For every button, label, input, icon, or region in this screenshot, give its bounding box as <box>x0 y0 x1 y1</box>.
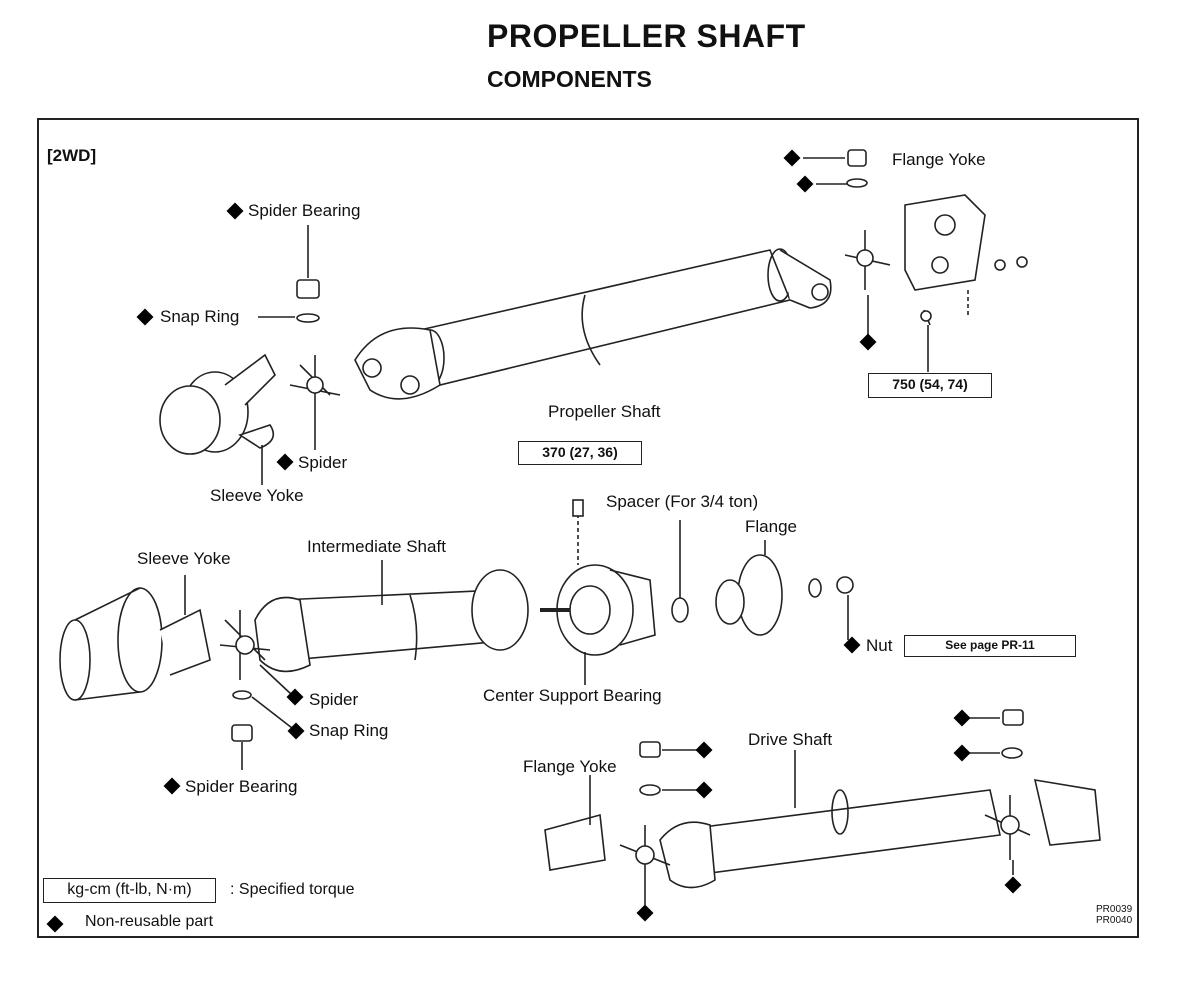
label-snap-ring-mid: Snap Ring <box>309 721 389 740</box>
label-spacer: Spacer (For 3/4 ton) <box>606 492 759 511</box>
figure-codes: PR0039 PR0040 <box>1096 904 1132 926</box>
torque-box-center-bearing: 370 (27, 36) <box>518 441 642 465</box>
legend-torque-unit: kg-cm (ft-lb, N·m) <box>43 878 216 903</box>
label-nut: Nut <box>866 636 893 655</box>
label-snap-ring-top: Snap Ring <box>160 307 240 326</box>
label-flange-yoke-top: Flange Yoke <box>892 150 986 169</box>
torque-box-flange-yoke: 750 (54, 74) <box>868 373 992 398</box>
figure-code: PR0040 <box>1096 915 1133 926</box>
label-intermediate-shaft: Intermediate Shaft <box>307 537 446 556</box>
label-flange-yoke-bottom: Flange Yoke <box>523 757 617 776</box>
label-drive-shaft: Drive Shaft <box>748 730 833 749</box>
page-subtitle: COMPONENTS <box>487 66 652 92</box>
label-spider-bearing-top: Spider Bearing <box>248 201 361 220</box>
page-title: PROPELLER SHAFT <box>487 18 806 54</box>
label-center-support-bearing: Center Support Bearing <box>483 686 662 705</box>
variant-label: [2WD] <box>47 146 97 165</box>
diagram-frame <box>37 118 1139 938</box>
figure-code: PR0039 <box>1096 904 1133 915</box>
label-spider-mid: Spider <box>309 690 359 709</box>
legend-nonreusable-desc: Non-reusable part <box>85 913 214 930</box>
label-propeller-shaft: Propeller Shaft <box>548 402 661 421</box>
nut-reference-box: See page PR-11 <box>904 635 1076 657</box>
label-spider-top: Spider <box>298 453 348 472</box>
label-sleeve-yoke-top: Sleeve Yoke <box>210 486 304 505</box>
label-sleeve-yoke-mid: Sleeve Yoke <box>137 549 231 568</box>
propeller-shaft-drawing <box>354 248 832 400</box>
legend-torque-desc: : Specified torque <box>230 881 355 898</box>
label-flange: Flange <box>745 517 797 536</box>
label-spider-bearing-bottom: Spider Bearing <box>185 777 298 796</box>
